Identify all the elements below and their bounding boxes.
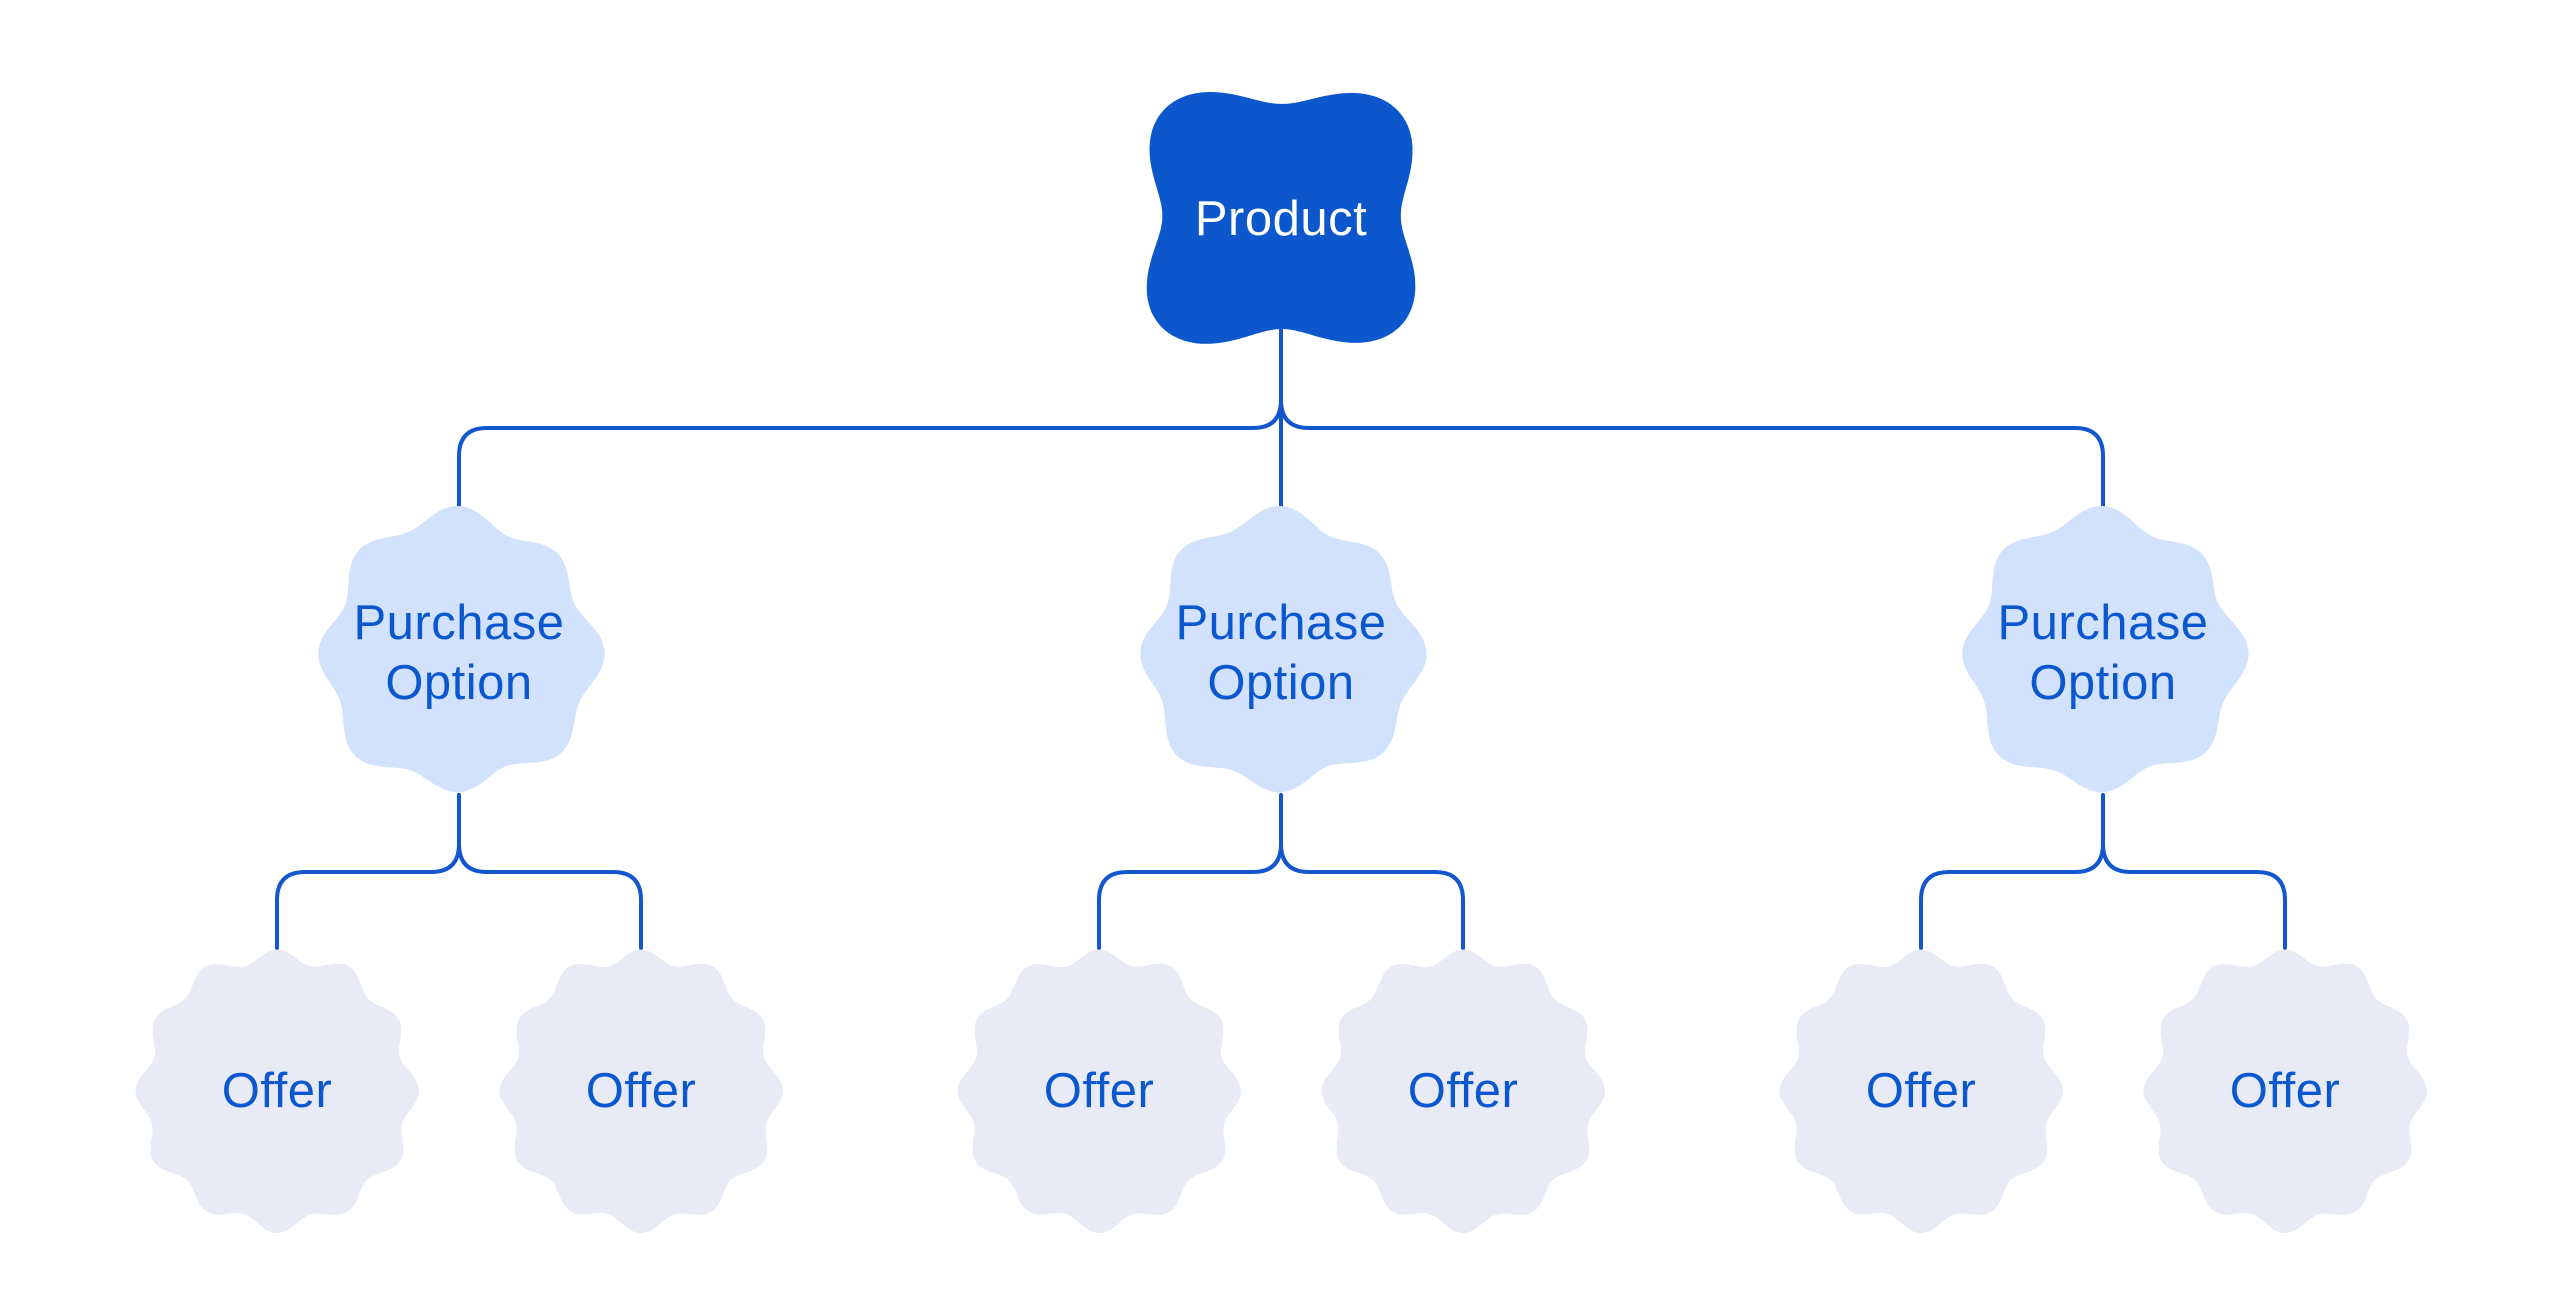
node-label-line: Offer: [1044, 1064, 1155, 1118]
clover-blob-shape: [1146, 92, 1416, 344]
node-offer-4: Offer: [1321, 949, 1605, 1234]
connector-purchase-option-2-to-offer-4: [1279, 793, 1465, 950]
node-offer-1: Offer: [135, 949, 419, 1234]
node-label-line: Purchase: [1997, 596, 2208, 650]
node-label-line: Option: [1207, 656, 1354, 710]
node-offer-3: Offer: [957, 949, 1241, 1234]
node-offer-5: Offer: [1779, 949, 2063, 1234]
node-label-line: Purchase: [353, 596, 564, 650]
node-label-line: Option: [385, 656, 532, 710]
cloud-blob-shape: [1140, 506, 1427, 793]
node-label-line: Offer: [222, 1064, 333, 1118]
node-offer-6: Offer: [2143, 949, 2427, 1234]
scallop-blob-shape: [135, 949, 419, 1234]
nodes-layer: ProductPurchaseOptionPurchaseOptionPurch…: [135, 92, 2427, 1234]
scallop-blob-shape: [499, 949, 783, 1234]
node-label-line: Offer: [2230, 1064, 2341, 1118]
node-product: Product: [1146, 92, 1416, 344]
connector-purchase-option-3-to-offer-6: [2101, 793, 2287, 950]
connector-purchase-option-3-to-offer-5: [1919, 793, 2105, 950]
connector-purchase-option-2-to-offer-3: [1097, 793, 1283, 950]
connector-product-to-purchase-option-3: [1279, 323, 2105, 510]
scallop-blob-shape: [957, 949, 1241, 1234]
node-label-line: Option: [2029, 656, 2176, 710]
connectors-layer: [275, 323, 2287, 950]
node-offer-2: Offer: [499, 949, 783, 1234]
node-label-line: Offer: [586, 1064, 697, 1118]
node-label-line: Product: [1195, 192, 1367, 246]
scallop-blob-shape: [2143, 949, 2427, 1234]
node-label-line: Purchase: [1175, 596, 1386, 650]
cloud-blob-shape: [318, 506, 605, 793]
node-label-line: Offer: [1408, 1064, 1519, 1118]
connector-purchase-option-1-to-offer-1: [275, 793, 461, 950]
scallop-blob-shape: [1779, 949, 2063, 1234]
scallop-blob-shape: [1321, 949, 1605, 1234]
connector-product-to-purchase-option-1: [457, 323, 1283, 510]
node-label-line: Offer: [1866, 1064, 1977, 1118]
connector-purchase-option-1-to-offer-2: [457, 793, 643, 950]
cloud-blob-shape: [1962, 506, 2249, 793]
